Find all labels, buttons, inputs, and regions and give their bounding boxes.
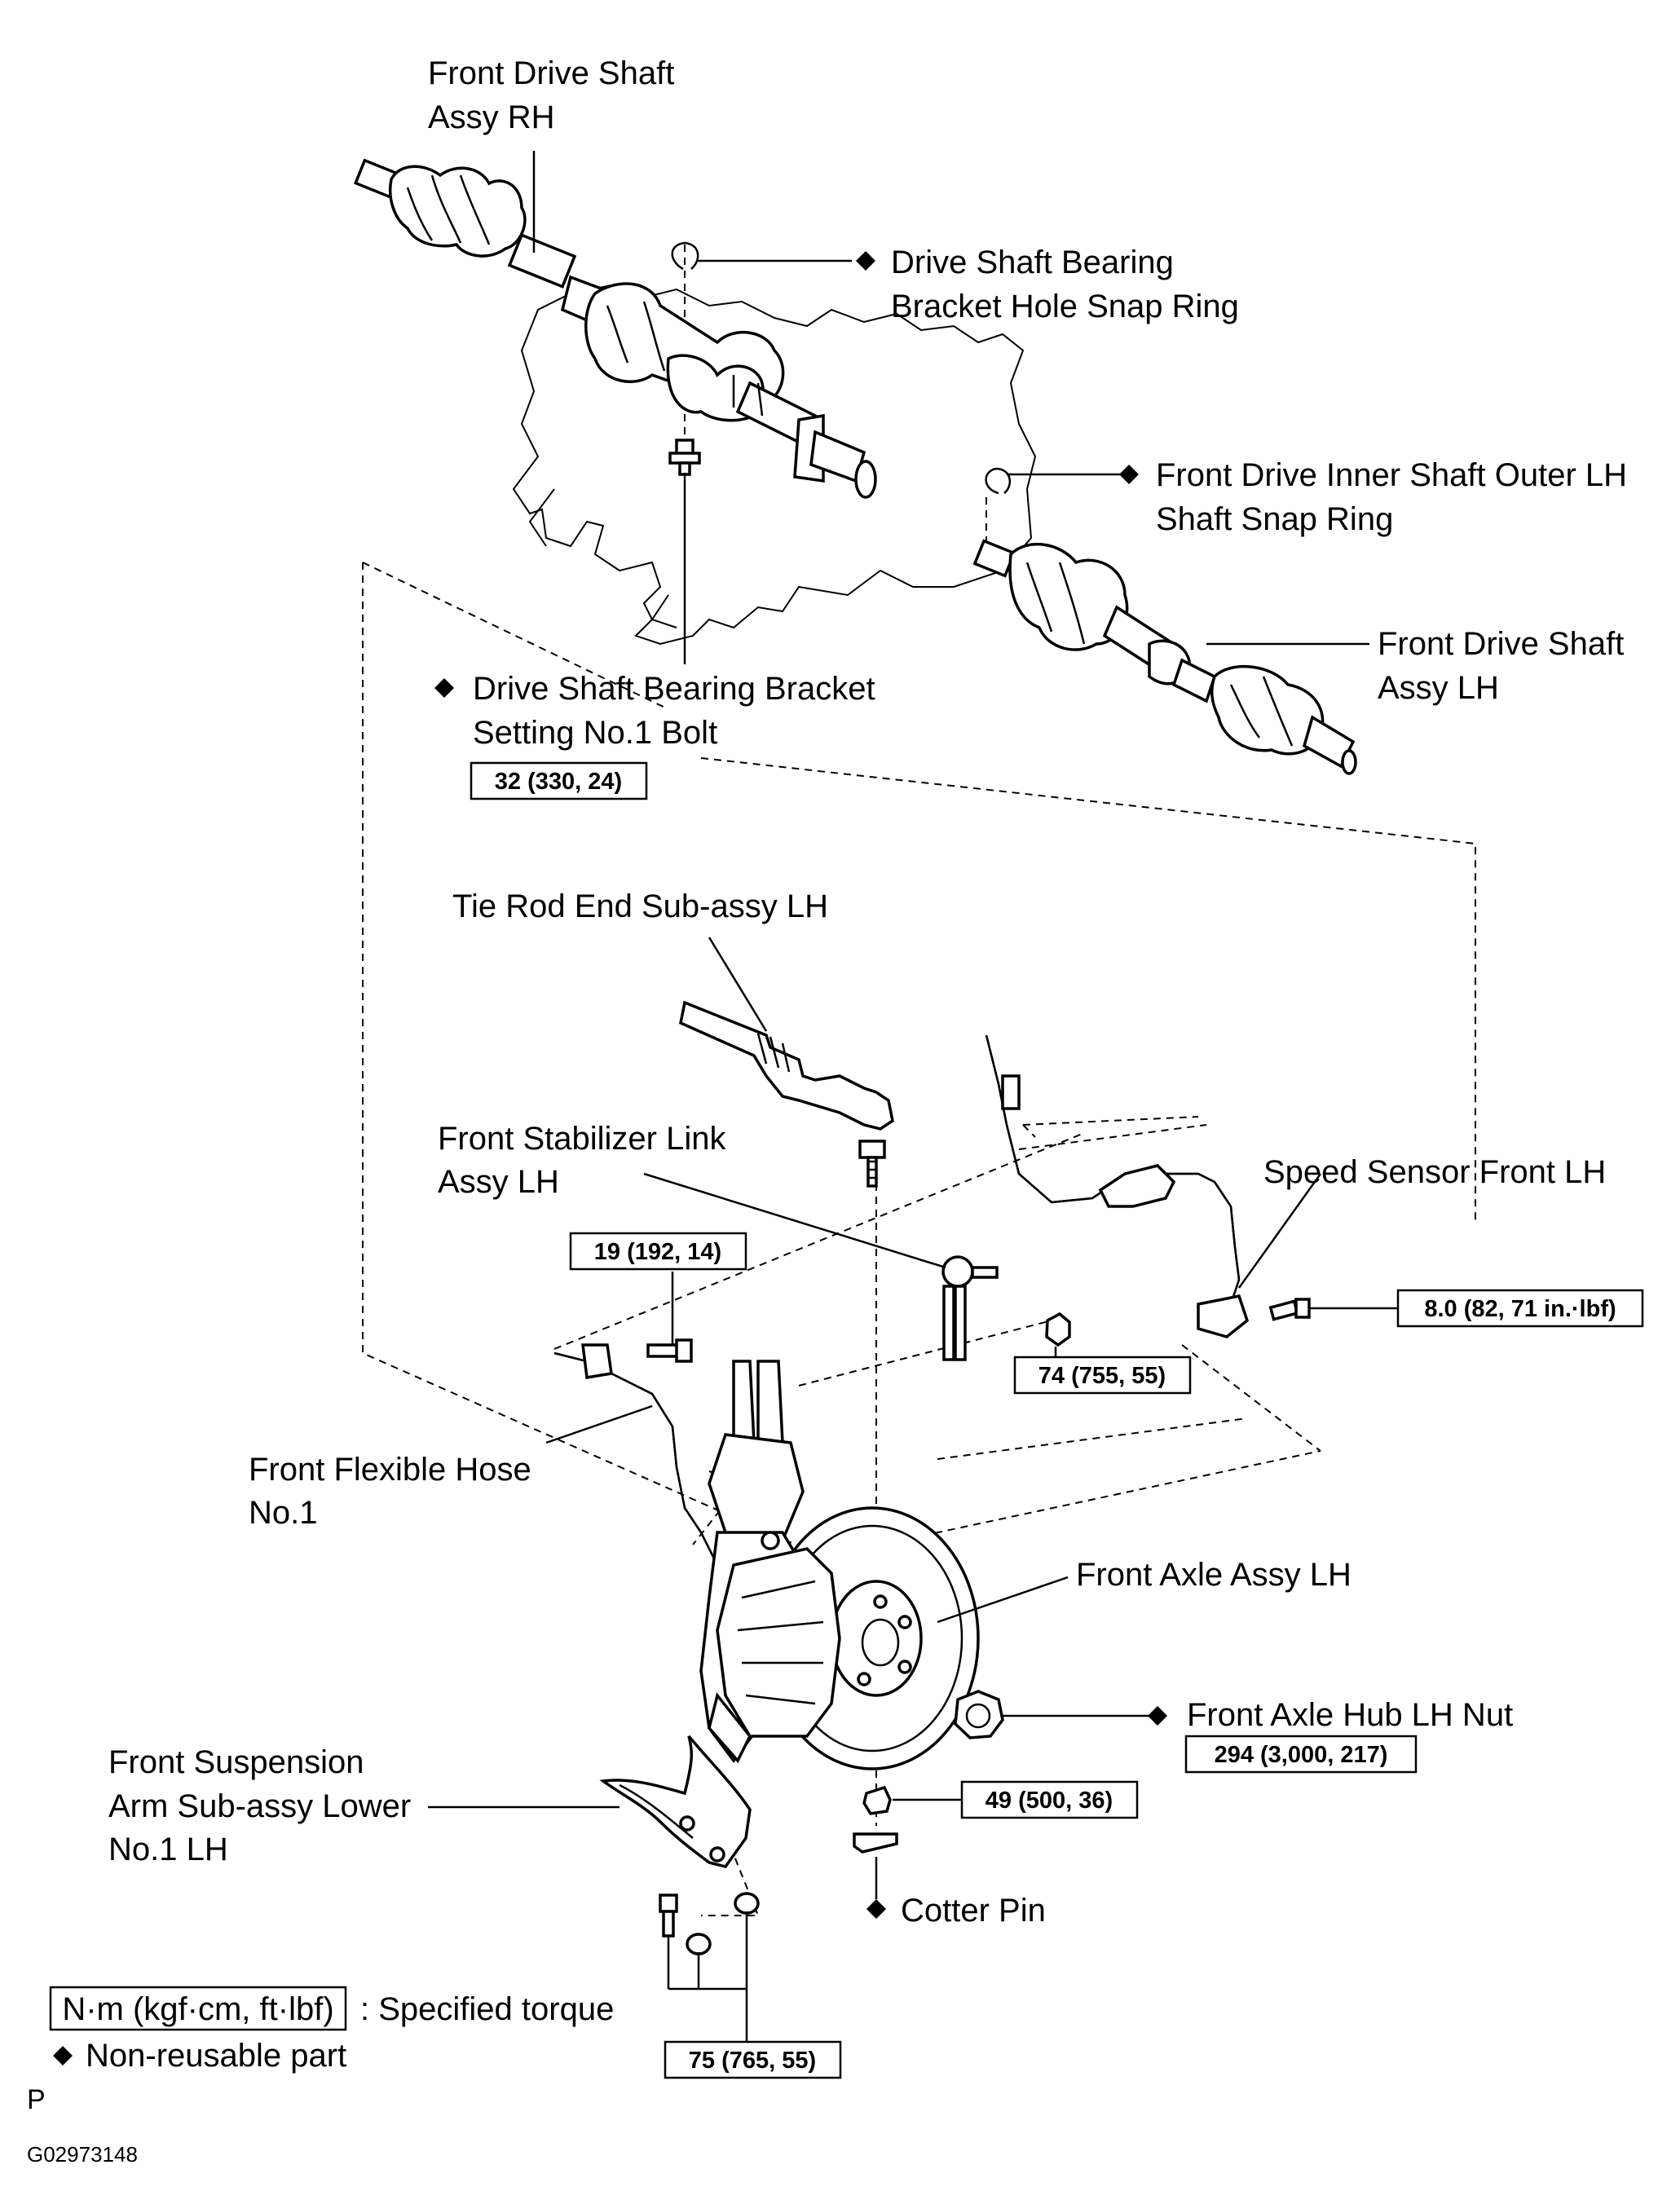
footer: P G02973148	[27, 2084, 138, 2167]
label-speed-sensor: Speed Sensor Front LH	[1263, 1154, 1606, 1190]
marker-diamond-icon	[1119, 465, 1139, 484]
drive-shaft-lh	[972, 539, 1357, 775]
marker-diamond-icon	[856, 251, 875, 271]
cotter-pin-part	[853, 1832, 898, 1854]
front-axle-part	[699, 1506, 980, 1770]
stabilizer-link-part	[941, 1255, 999, 1361]
label-front-axle: Front Axle Assy LH	[1076, 1557, 1351, 1593]
drive-shaft-rh	[353, 158, 877, 499]
legend-torque-desc: : Specified torque	[360, 1991, 614, 2027]
legend-nonreusable-desc: Non-reusable part	[86, 2038, 346, 2074]
legend-torque-unit: N·m (kgf·cm, ft·lbf)	[62, 1991, 333, 2027]
figure-id: G02973148	[27, 2142, 138, 2167]
hub-nut-part	[954, 1690, 1004, 1739]
arm-fasteners-part	[659, 1892, 760, 2042]
tie-rod-end-part	[679, 1000, 894, 1188]
stabilizer-nut-part	[1045, 1312, 1071, 1347]
label-cotter-pin: Cotter Pin	[901, 1893, 1046, 1929]
nonreusable-markers	[434, 251, 1167, 1919]
footer-p-mark: P	[27, 2084, 46, 2115]
marker-diamond-icon	[866, 1899, 886, 1919]
torque-specs: 32 (330, 24) 19 (192, 14) 74 (755, 55) 8…	[470, 761, 1644, 2079]
label-tie-rod-end: Tie Rod End Sub-assy LH	[452, 888, 828, 924]
tie-rod-nut-part	[862, 1785, 892, 1815]
torque-hose-bolt: 19 (192, 14)	[594, 1239, 721, 1265]
torque-speed-sensor-bolt: 8.0 (82, 71 in.·lbf)	[1424, 1296, 1616, 1322]
legend: N·m (kgf·cm, ft·lbf) : Specified torque …	[49, 1986, 614, 2074]
torque-bracket-bolt: 32 (330, 24)	[495, 769, 622, 795]
suspension-arm-part	[599, 1735, 752, 1868]
torque-stabilizer-nut: 74 (755, 55)	[1038, 1363, 1166, 1389]
torque-arm-fasteners: 75 (765, 55)	[689, 2048, 816, 2074]
torque-hub-nut: 294 (3,000, 217)	[1215, 1742, 1388, 1768]
hose-bolt-part	[646, 1338, 693, 1363]
speed-sensor-bolt-part	[1268, 1298, 1311, 1321]
leader-lines	[428, 151, 1398, 1899]
marker-diamond-icon	[1148, 1706, 1167, 1726]
inner-shaft-snap-ring-part	[985, 467, 1012, 495]
legend-diamond-icon	[53, 2046, 73, 2066]
transaxle-outline	[512, 284, 1037, 646]
label-hub-nut: Front Axle Hub LH Nut	[1187, 1697, 1513, 1733]
bracket-bolt-part	[668, 439, 701, 476]
speed-sensor-part	[985, 1034, 1250, 1338]
marker-diamond-icon	[434, 678, 454, 698]
strut-lower	[708, 1360, 805, 1559]
torque-tie-rod-nut: 49 (500, 36)	[986, 1788, 1113, 1814]
